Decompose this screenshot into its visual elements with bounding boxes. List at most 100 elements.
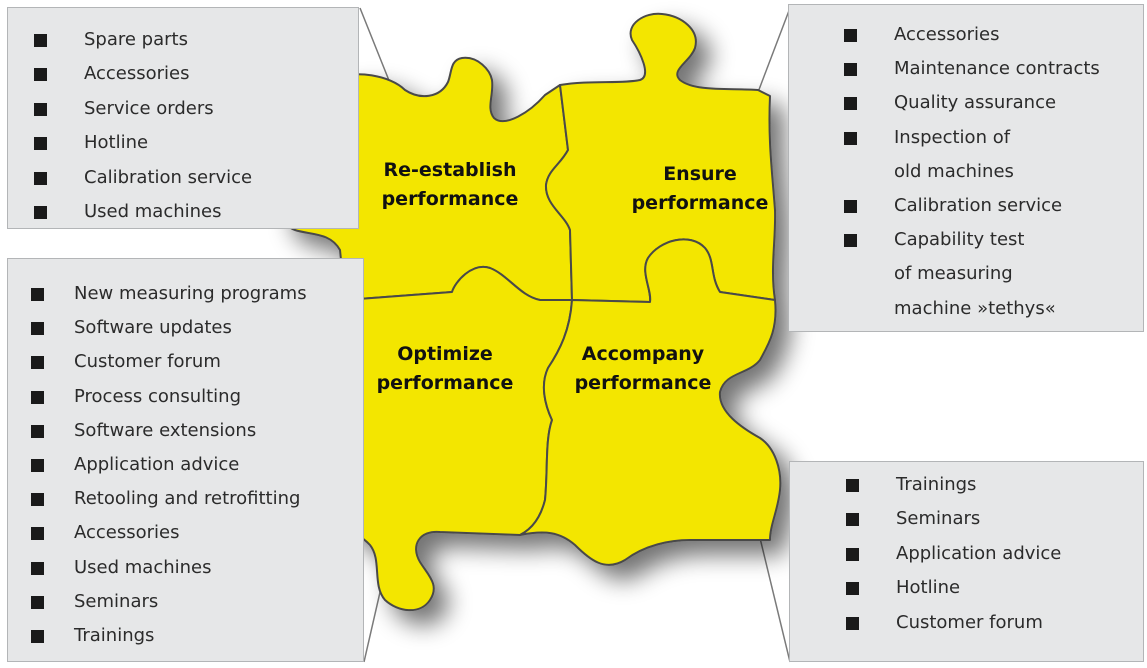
list-item: Hotline [34, 126, 252, 160]
list-item-label: old machines [894, 160, 1014, 182]
list-item-label: Customer forum [896, 611, 1043, 633]
list-item-continuation: of measuring [844, 257, 1100, 291]
bullet-square-icon [846, 479, 859, 492]
list-item: Trainings [846, 468, 1061, 502]
list-item: Inspection of [844, 121, 1100, 155]
bullet-square-icon [34, 137, 47, 151]
list-box-ensure: Accessories Maintenance contracts Qualit… [788, 4, 1144, 332]
bullet-square-icon [846, 582, 859, 596]
list-item-label: of measuring [894, 263, 1013, 285]
list-item-label: Accessories [74, 522, 180, 544]
title-ensure-line2: performance [631, 192, 769, 214]
title-accompany-line1: Accompany [581, 343, 705, 365]
list-item-label: Inspection of [894, 126, 1011, 148]
list-item: Spare parts [34, 23, 252, 57]
title-accompany-line2: performance [574, 372, 712, 394]
bullet-square-icon [31, 322, 44, 336]
list-item: Customer forum [31, 345, 307, 379]
title-ensure-line1: Ensure [663, 163, 737, 185]
list-item: Seminars [31, 585, 307, 619]
puzzle-piece-accompany [519, 238, 782, 566]
list-item-label: Software updates [74, 317, 232, 339]
list-item-label: Service orders [84, 97, 214, 119]
title-accompany: Accompany performance [563, 340, 723, 398]
title-optimize-line2: performance [376, 372, 514, 394]
bullet-square-icon [31, 424, 44, 438]
list-item-label: Capability test [894, 229, 1025, 251]
list-item-label: Maintenance contracts [894, 58, 1100, 80]
list-item-label: Accessories [894, 24, 1000, 45]
list-item-label: Process consulting [74, 385, 242, 407]
list-item: Accessories [31, 516, 307, 550]
list-box-reestablish: Spare parts Accessories Service orders H… [7, 7, 359, 229]
list-item-label: Retooling and retrofitting [74, 488, 301, 510]
bullet-square-icon [846, 513, 859, 527]
list-item-label: Application advice [896, 542, 1062, 564]
bullet-square-icon [846, 547, 859, 561]
list-item-continuation: machine »tethys« [844, 292, 1100, 326]
title-reestablish-line1: Re-establish [383, 159, 517, 181]
bullet-square-icon [844, 63, 857, 77]
list-accompany: Trainings Seminars Application advice Ho… [846, 468, 1061, 640]
bullet-square-icon [34, 34, 47, 47]
title-ensure: Ensure performance [620, 160, 780, 218]
list-box-optimize: New measuring programs Software updates … [7, 258, 364, 662]
list-box-accompany: Trainings Seminars Application advice Ho… [789, 461, 1144, 662]
list-item: Accessories [34, 57, 252, 91]
list-optimize: New measuring programs Software updates … [31, 277, 307, 653]
list-item: Capability test [844, 223, 1100, 257]
list-item: Software extensions [31, 414, 307, 448]
list-item: Accessories [844, 18, 1100, 52]
bullet-square-icon [31, 630, 44, 644]
list-item-label: Hotline [896, 577, 961, 599]
list-item: Customer forum [846, 606, 1061, 640]
list-item: New measuring programs [31, 277, 307, 311]
title-reestablish: Re-establish performance [365, 156, 535, 214]
list-item: Seminars [846, 502, 1061, 536]
list-item-label: machine »tethys« [894, 297, 1056, 319]
bullet-square-icon [31, 459, 44, 473]
list-item: Quality assurance [844, 86, 1100, 120]
list-item-label: Used machines [74, 556, 212, 578]
bullet-square-icon [31, 527, 44, 541]
list-item: Trainings [31, 619, 307, 653]
list-reestablish: Spare parts Accessories Service orders H… [34, 23, 252, 229]
bullet-square-icon [34, 102, 47, 116]
bullet-square-icon [31, 595, 44, 609]
list-item: Process consulting [31, 380, 307, 414]
list-item-label: Hotline [84, 132, 149, 154]
list-item-label: Used machines [84, 201, 222, 223]
list-item: Application advice [846, 537, 1061, 571]
list-item: Application advice [31, 448, 307, 482]
list-item-label: Software extensions [74, 419, 257, 441]
bullet-square-icon [844, 97, 857, 111]
list-item: Used machines [31, 551, 307, 585]
list-item-label: Seminars [896, 508, 981, 530]
bullet-square-icon [846, 616, 859, 630]
bullet-square-icon [34, 68, 47, 82]
list-item: Maintenance contracts [844, 52, 1100, 86]
title-optimize-line1: Optimize [397, 343, 493, 365]
list-ensure: Accessories Maintenance contracts Qualit… [844, 18, 1100, 326]
bullet-square-icon [844, 234, 857, 248]
list-item-label: Trainings [74, 625, 155, 647]
bullet-square-icon [31, 493, 44, 507]
title-optimize: Optimize performance [365, 340, 525, 398]
list-item: Calibration service [34, 161, 252, 195]
bullet-square-icon [844, 29, 857, 42]
title-reestablish-line2: performance [381, 188, 519, 210]
bullet-square-icon [844, 131, 857, 145]
list-item-label: Calibration service [84, 166, 253, 188]
bullet-square-icon [31, 561, 44, 575]
list-item: Calibration service [844, 189, 1100, 223]
list-item: Service orders [34, 92, 252, 126]
bullet-square-icon [34, 171, 47, 185]
list-item: Software updates [31, 311, 307, 345]
bullet-square-icon [31, 356, 44, 370]
list-item-continuation: old machines [844, 155, 1100, 189]
list-item-label: New measuring programs [74, 283, 307, 304]
list-item-label: Trainings [896, 474, 977, 495]
list-item-label: Quality assurance [894, 92, 1057, 114]
bullet-square-icon [31, 288, 44, 301]
list-item-label: Application advice [74, 454, 240, 476]
